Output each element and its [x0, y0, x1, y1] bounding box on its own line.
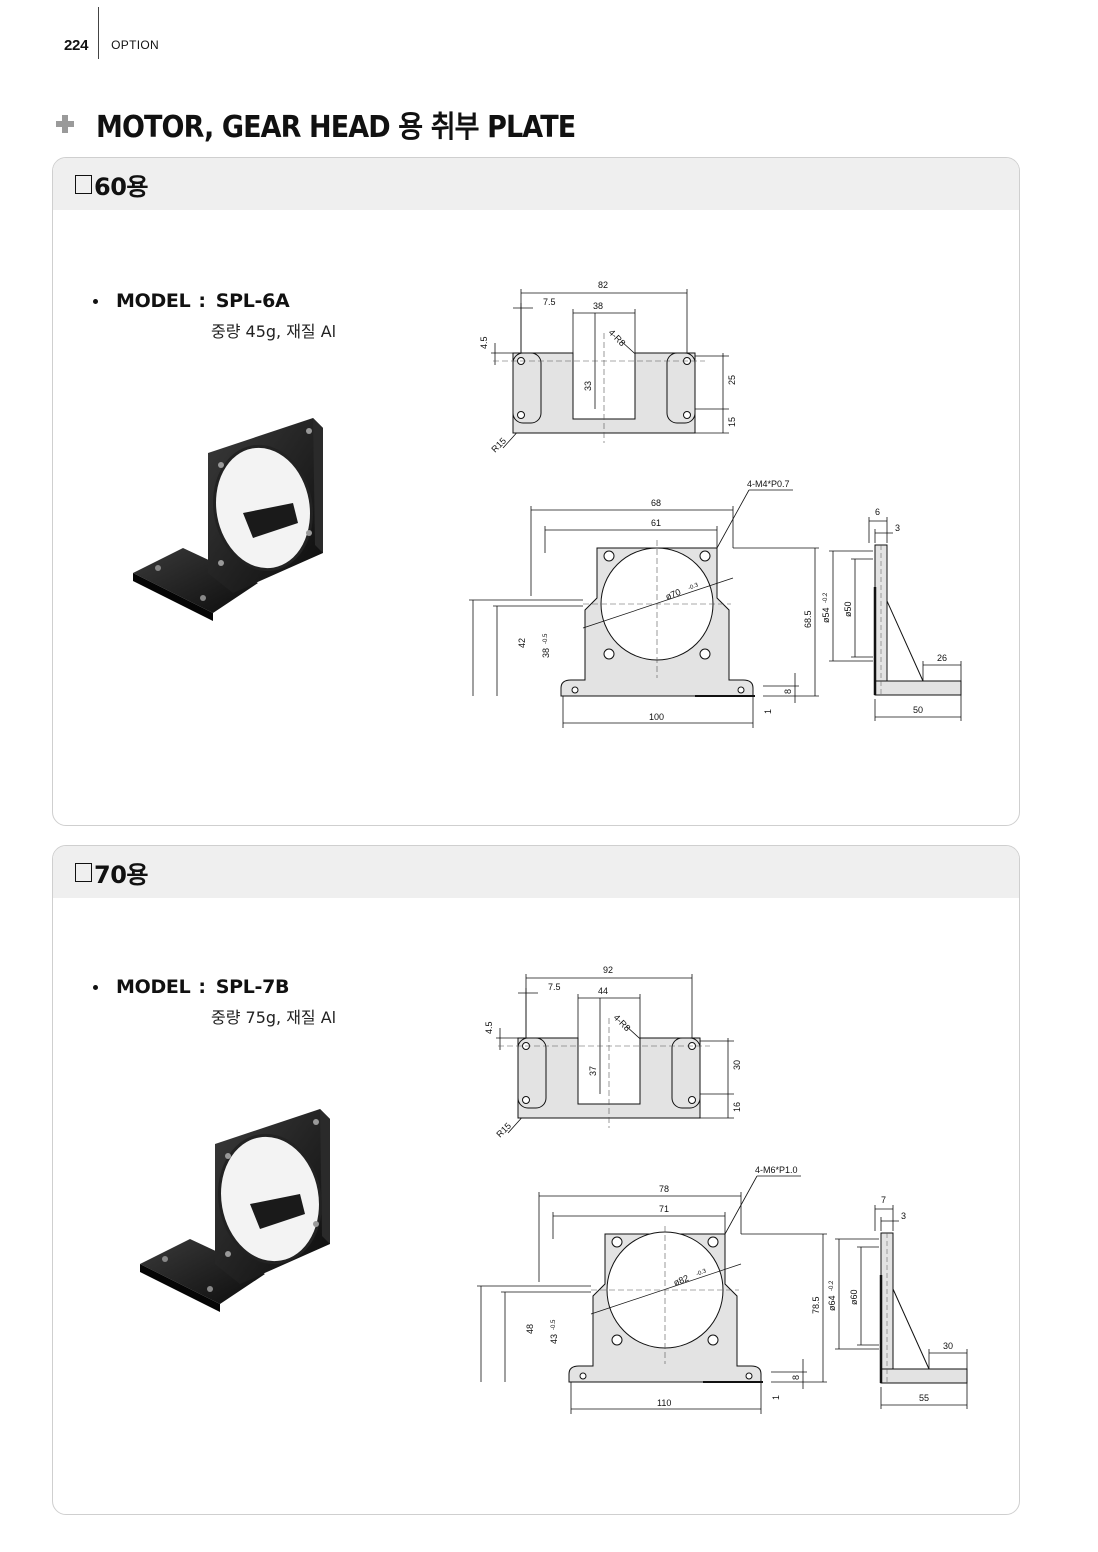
model-spec: 중량 75g, 재질 Al [211, 1008, 337, 1027]
dim-side-d64: ø64 [827, 1295, 837, 1311]
panel-60: 60용 MODEL : SPL-6A 중량 45g, 재질 Al [52, 157, 1020, 826]
plate-photo [140, 1109, 330, 1312]
dim-front-w78: 78 [659, 1184, 669, 1194]
dim-top-slot: 38 [593, 301, 603, 311]
plate-photo [133, 418, 323, 621]
dim-top-h30: 30 [732, 1060, 742, 1070]
dim-top-overall: 82 [598, 280, 608, 290]
dim-top-slot: 44 [598, 986, 608, 996]
dim-front-h8: 8 [791, 1375, 801, 1380]
dim-front-h1: 1 [763, 709, 773, 714]
model-line: MODEL : SPL-7B [93, 976, 336, 998]
model-info: MODEL : SPL-7B 중량 75g, 재질 Al [93, 976, 336, 1028]
side-view-drawing: 7 3 ø64 -0.2 ø60 30 55 [827, 1195, 968, 1409]
model-label: MODEL [116, 290, 191, 312]
dim-front-h8: 8 [783, 689, 793, 694]
dim-front-h1: 1 [771, 1395, 781, 1400]
dim-front-h43-tol: -0.5 [551, 1319, 557, 1330]
panel-header: 60용 [53, 158, 1019, 210]
dim-top-overall: 92 [603, 965, 613, 975]
page-header: 224 OPTION [64, 7, 159, 60]
top-view-drawing: 92 7.5 44 4.5 4-R8 37 R15 30 16 [484, 965, 742, 1140]
dim-top-depth: 33 [583, 381, 593, 391]
dim-side-d64-tol: -0.2 [829, 1280, 835, 1291]
dim-side-w50: 50 [913, 705, 923, 715]
dim-side-t3: 3 [895, 523, 900, 533]
dim-side-t6: 6 [875, 507, 880, 517]
model-code: SPL-6A [215, 290, 290, 312]
square-icon [75, 174, 92, 194]
dim-side-d54: ø54 [821, 607, 831, 623]
header-divider [98, 7, 100, 59]
dim-front-tap: 4-M6*P1.0 [755, 1165, 798, 1175]
panel-70: 70용 MODEL : SPL-7B 중량 75g, 재질 Al [52, 845, 1020, 1515]
model-code: SPL-7B [215, 976, 290, 998]
dim-top-hole: 4.5 [484, 1021, 494, 1034]
dim-top-depth: 37 [588, 1066, 598, 1076]
dim-side-t7: 7 [881, 1195, 886, 1205]
dim-side-d54-tol: -0.2 [823, 592, 829, 603]
square-icon [75, 862, 92, 882]
dim-top-h15: 15 [727, 417, 737, 427]
dim-top-radius: 4-R8 [607, 327, 628, 348]
front-view-drawing: 68 61 4-M4*P0.7 ø70 -0.3 42 38 -0.5 68.5… [469, 479, 819, 728]
front-view-drawing: 78 71 4-M6*P1.0 ø82 -0.3 48 43 -0.5 78.5… [477, 1165, 827, 1414]
dim-side-d60: ø60 [849, 1289, 859, 1305]
dim-top-hole: 4.5 [479, 336, 489, 349]
dim-top-radius: 4-R8 [612, 1012, 633, 1033]
dim-front-w71: 71 [659, 1204, 669, 1214]
dim-top-r15: R15 [489, 436, 508, 455]
dim-front-w68: 68 [651, 498, 661, 508]
dim-front-circle-tol: -0.3 [688, 582, 700, 592]
dim-front-w61: 61 [651, 518, 661, 528]
dim-front-h42: 42 [517, 638, 527, 648]
dim-front-tap: 4-M4*P0.7 [747, 479, 790, 489]
page-number: 224 [64, 36, 89, 54]
dim-top-h25: 25 [727, 375, 737, 385]
dim-front-h48: 48 [525, 1324, 535, 1334]
model-label: MODEL [116, 976, 191, 998]
top-view-drawing: 82 7.5 38 4.5 4-R8 33 R15 25 15 [479, 280, 737, 455]
page-title-row: MOTOR, GEAR HEAD 용 취부 PLATE [56, 102, 629, 146]
dim-side-w26: 26 [937, 653, 947, 663]
dim-front-circle-tol: -0.3 [696, 1268, 708, 1278]
dim-front-h38: 38 [541, 648, 551, 658]
colon: : [198, 290, 206, 312]
dim-side-w55: 55 [919, 1393, 929, 1403]
panel-header: 70용 [53, 846, 1019, 898]
model-info: MODEL : SPL-6A 중량 45g, 재질 Al [93, 290, 336, 342]
dim-side-w30: 30 [943, 1341, 953, 1351]
page-title: MOTOR, GEAR HEAD 용 취부 PLATE [96, 110, 576, 145]
side-view-drawing: 6 3 ø54 -0.2 ø50 26 50 [821, 507, 962, 721]
bullet-icon [93, 984, 98, 990]
dim-top-r15: R15 [494, 1121, 513, 1140]
dim-top-h16: 16 [732, 1102, 742, 1112]
dim-front-h43: 43 [549, 1334, 559, 1344]
dim-top-offset: 7.5 [548, 982, 561, 992]
model-spec: 중량 45g, 재질 Al [211, 322, 337, 341]
panel-title: 60용 [94, 172, 148, 201]
dim-top-offset: 7.5 [543, 297, 556, 307]
dim-front-h785: 78.5 [811, 1296, 821, 1314]
model-line: MODEL : SPL-6A [93, 290, 336, 312]
dim-front-h685: 68.5 [803, 610, 813, 628]
dim-front-w100: 100 [649, 712, 664, 722]
dim-front-h38-tol: -0.5 [543, 633, 549, 644]
bullet-icon [93, 298, 98, 304]
dim-side-t3: 3 [901, 1211, 906, 1221]
dim-side-d50: ø50 [843, 601, 853, 617]
dim-front-w110: 110 [657, 1398, 671, 1408]
panel-title: 70용 [94, 860, 148, 889]
section-name: OPTION [111, 38, 159, 52]
colon: : [198, 976, 206, 998]
plus-icon [56, 115, 74, 133]
